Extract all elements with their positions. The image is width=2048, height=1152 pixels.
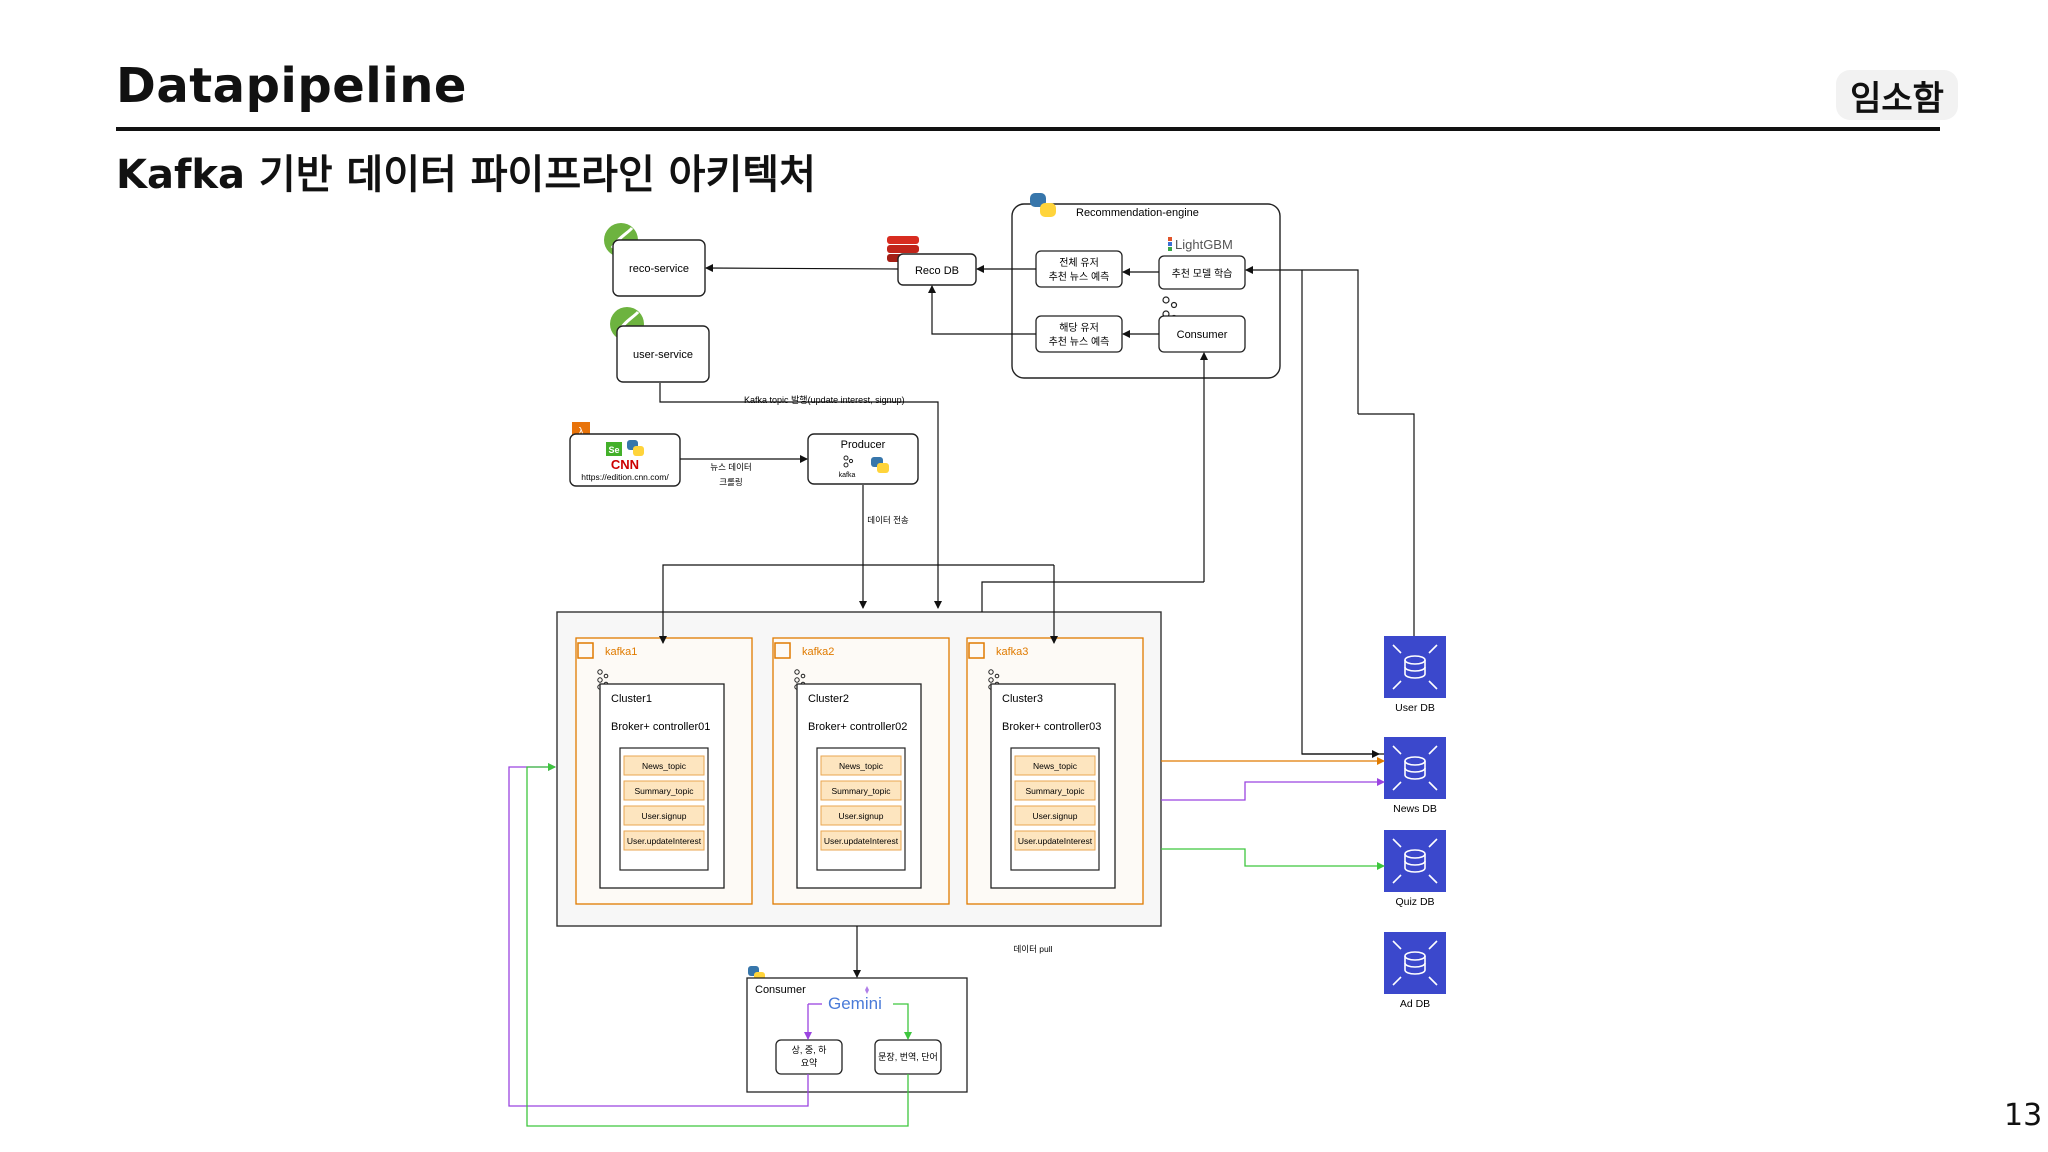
topic-label: News_topic xyxy=(642,761,687,771)
topic-row xyxy=(1014,830,1096,851)
database-icon xyxy=(1384,737,1446,799)
cnn-logo: CNN xyxy=(611,457,639,472)
kafka-icon xyxy=(843,455,854,468)
topic-row xyxy=(623,830,705,851)
topic-row xyxy=(820,805,902,826)
topic-row xyxy=(820,780,902,801)
crawler-box xyxy=(569,433,681,487)
topic-row xyxy=(623,780,705,801)
transfer-edge-label: 데이터 전송 xyxy=(867,515,909,525)
crawl-edge-label-1: 뉴스 데이터 xyxy=(710,462,751,472)
topic-row xyxy=(1014,755,1096,776)
reco-service-label: reco-service xyxy=(629,263,689,275)
svg-text:Se: Se xyxy=(608,445,619,455)
page-number: 13 xyxy=(2004,1098,2043,1133)
cnn-url: https://edition.cnn.com/ xyxy=(581,472,669,482)
broker-controller-label: Broker+ controller03 xyxy=(1002,721,1101,733)
gemini-sparkle-icon xyxy=(865,986,869,994)
database-icon xyxy=(1384,932,1446,994)
engine-title: Recommendation-engine xyxy=(1076,207,1199,219)
user-service-box xyxy=(616,325,710,383)
broker-name: kafka1 xyxy=(605,646,637,658)
reco-service-box xyxy=(612,239,706,297)
topic-row xyxy=(820,830,902,851)
target-user-label-2: 추천 뉴스 예측 xyxy=(1049,336,1110,348)
producer-box xyxy=(807,433,919,485)
cluster-name: Cluster2 xyxy=(808,693,849,705)
database-icon xyxy=(1384,636,1446,698)
user-service-label: user-service xyxy=(633,349,693,361)
colored-connectors xyxy=(508,757,1385,1127)
connectors xyxy=(659,264,1415,978)
cluster-name: Cluster3 xyxy=(1002,693,1043,705)
kafka-topic-edge-label: Kafka topic 발행(update interest, signup) xyxy=(744,394,905,405)
topic-row xyxy=(623,805,705,826)
topic-row xyxy=(1014,780,1096,801)
summary-label-2: 요약 xyxy=(801,1057,818,1068)
crawl-edge-label-2: 크롤링 xyxy=(719,477,742,487)
summary-label-1: 상, 중, 하 xyxy=(792,1045,828,1055)
topic-label: Summary_topic xyxy=(1025,786,1085,796)
broker-name: kafka3 xyxy=(996,646,1028,658)
pull-edge-label: 데이터 pull xyxy=(1013,944,1052,954)
broker-name: kafka2 xyxy=(802,646,834,658)
all-users-label-1: 전체 유저 xyxy=(1059,257,1099,269)
producer-label: Producer xyxy=(841,439,886,451)
database-label: Ad DB xyxy=(1400,998,1430,1010)
summary-box xyxy=(775,1039,843,1075)
slide-title: Datapipeline xyxy=(116,58,467,114)
engine-consumer-label: Consumer xyxy=(1177,329,1228,341)
topic-label: News_topic xyxy=(1033,761,1078,771)
database-label: Quiz DB xyxy=(1395,896,1434,908)
topic-label: User.updateInterest xyxy=(627,836,702,846)
database-label: User DB xyxy=(1395,702,1435,714)
topic-row xyxy=(623,755,705,776)
ec2-icon xyxy=(968,642,985,659)
topic-label: User.signup xyxy=(642,811,687,821)
topic-row xyxy=(820,755,902,776)
ec2-icon xyxy=(577,642,594,659)
gemini-logo: Gemini xyxy=(828,994,882,1013)
all-users-label-2: 추천 뉴스 예측 xyxy=(1049,271,1110,283)
topic-label: Summary_topic xyxy=(634,786,694,796)
database-icon xyxy=(1384,830,1446,892)
ec2-icon xyxy=(774,642,791,659)
broker-controller-label: Broker+ controller02 xyxy=(808,721,907,733)
reco-db-label: Reco DB xyxy=(915,265,959,277)
producer-kafka-label: kafka xyxy=(839,472,856,479)
python-icon xyxy=(871,457,889,473)
train-model-label: 추천 모델 학습 xyxy=(1172,268,1233,280)
lightgbm-label: LightGBM xyxy=(1175,237,1233,252)
topic-label: News_topic xyxy=(839,761,884,771)
gemini-consumer-title: Consumer xyxy=(755,984,806,996)
author-badge: 임소함 xyxy=(1836,70,1958,120)
database-label: News DB xyxy=(1393,803,1437,815)
python-icon xyxy=(1030,193,1056,217)
broker-controller-label: Broker+ controller01 xyxy=(611,721,710,733)
cluster-name: Cluster1 xyxy=(611,693,652,705)
svg-text:λ: λ xyxy=(578,426,584,438)
topic-label: User.updateInterest xyxy=(1018,836,1093,846)
selenium-icon: Se xyxy=(606,442,622,456)
database-group: User DB News DB Quiz DB Ad DB xyxy=(1384,636,1446,1010)
quiz-label: 문장, 번역, 단어 xyxy=(878,1052,938,1062)
target-user-label-1: 해당 유저 xyxy=(1059,321,1099,334)
lightgbm-icon xyxy=(1168,237,1172,251)
topic-row xyxy=(1014,805,1096,826)
slide-subtitle: Kafka 기반 데이터 파이프라인 아키텍처 xyxy=(116,152,816,198)
topic-label: User.signup xyxy=(839,811,884,821)
topic-label: Summary_topic xyxy=(831,786,891,796)
topic-label: User.updateInterest xyxy=(824,836,899,846)
title-divider xyxy=(116,127,1940,131)
topic-label: User.signup xyxy=(1033,811,1078,821)
python-icon xyxy=(627,440,644,456)
